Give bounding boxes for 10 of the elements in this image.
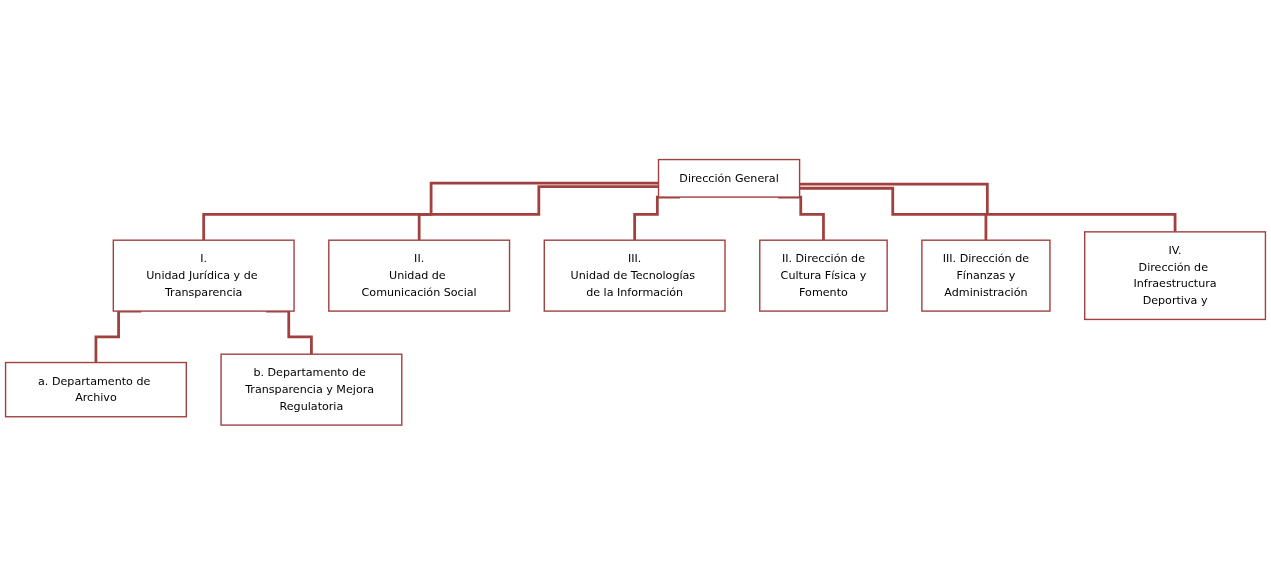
node-box: II. Dirección de Cultura Física y Fomento	[759, 239, 888, 312]
node-box: b. Departamento de Transparencia y Mejora Regulatoria	[220, 353, 403, 426]
node-box: III. Unidad de Tecnologías de la Información	[543, 239, 726, 312]
node-box: III. Dirección de Fínanzas y Administración	[921, 239, 1051, 312]
node-box: I. Unidad Jurídica y de Transparencia	[112, 239, 295, 312]
node-box: Dirección General	[657, 158, 801, 198]
node-box: IV. Dirección de Infraestructura Deportiva y	[1084, 230, 1267, 320]
connector	[799, 182, 1177, 233]
node-box: a. Departamento de Archivo	[4, 361, 187, 418]
node-box: II. Unidad de Comunicación Social	[328, 239, 511, 312]
